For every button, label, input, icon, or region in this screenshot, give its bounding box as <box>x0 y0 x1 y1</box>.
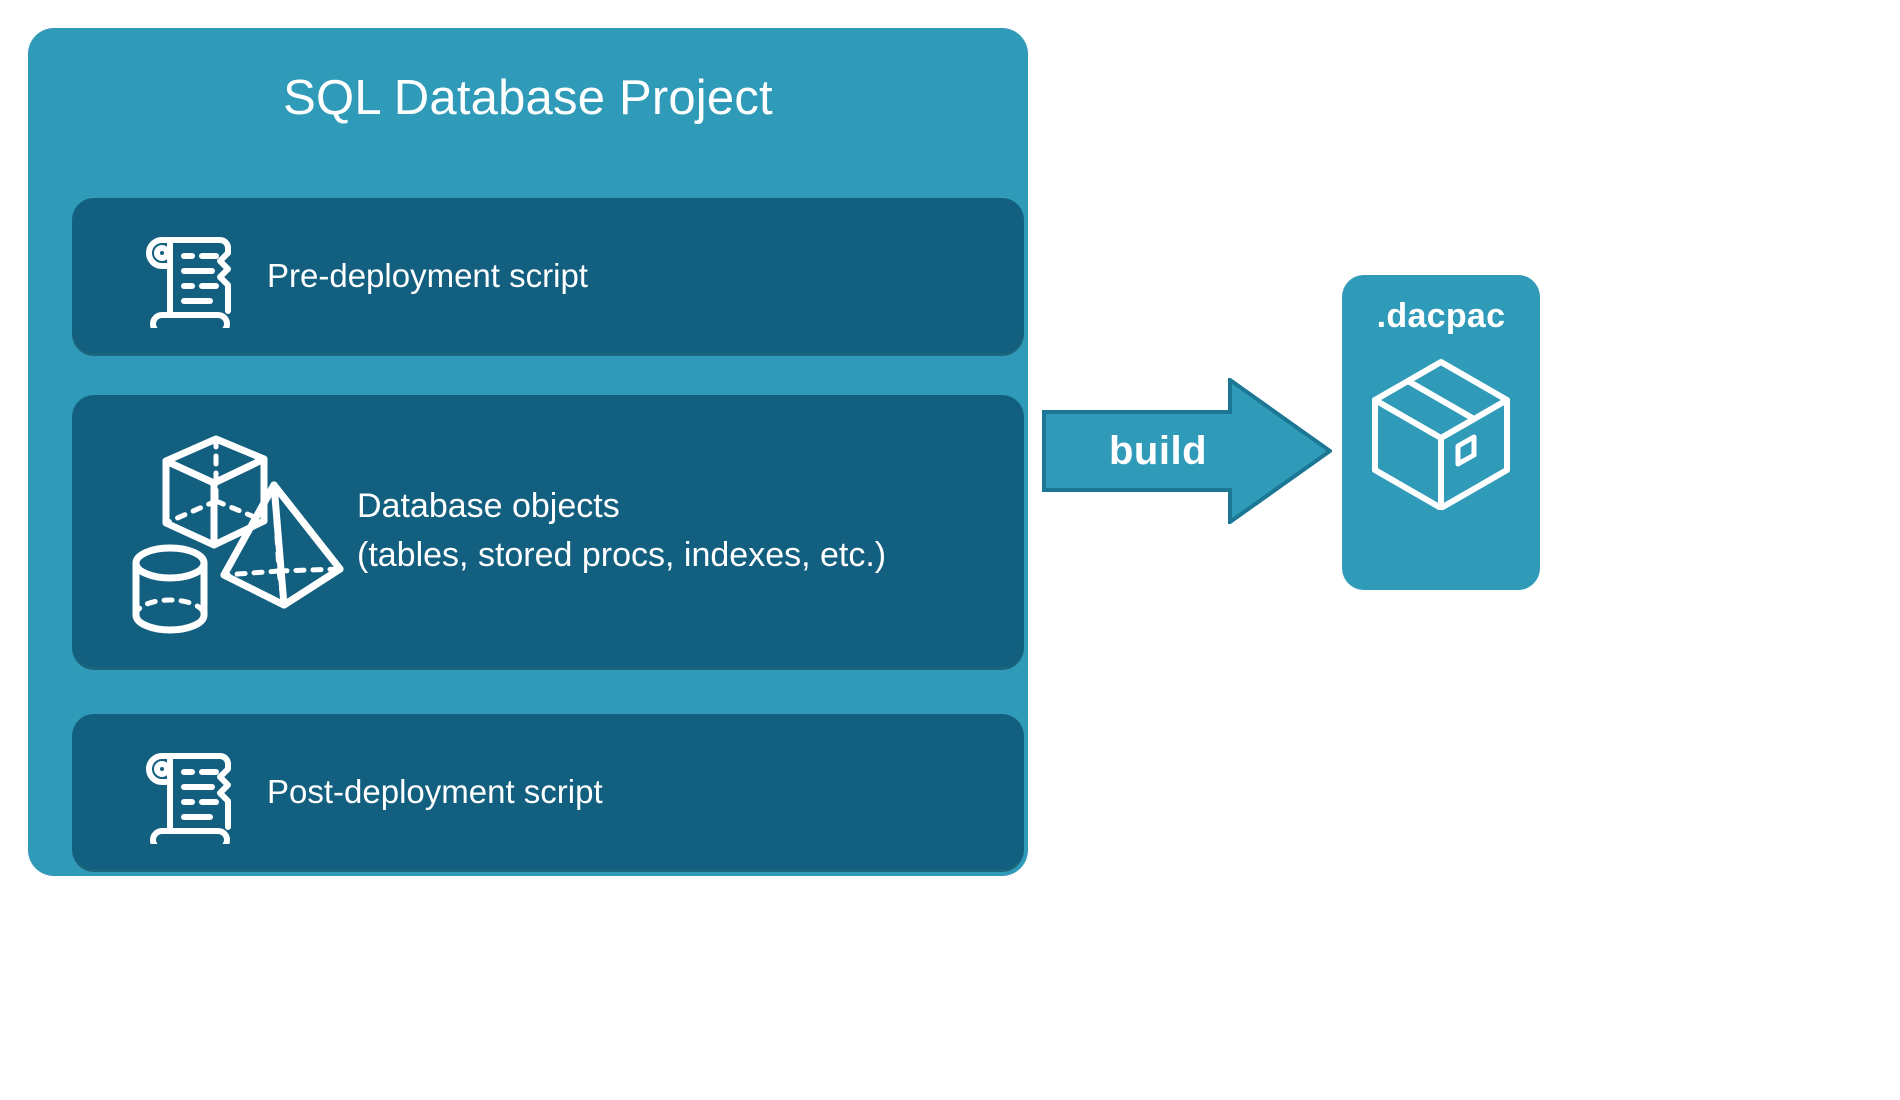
right-arrow-icon <box>1042 376 1334 526</box>
post-deployment-script-label: Post-deployment script <box>267 772 603 810</box>
build-arrow: build <box>1042 376 1334 526</box>
pre-deployment-script-label: Pre-deployment script <box>267 256 588 294</box>
scroll-icon <box>132 739 252 852</box>
database-objects-label-line1: Database objects <box>357 486 620 525</box>
database-objects-card[interactable]: Database objects (tables, stored procs, … <box>72 395 1024 667</box>
post-deployment-script-card[interactable]: Post-deployment script <box>72 714 1024 869</box>
database-objects-label-line2: (tables, stored procs, indexes, etc.) <box>357 536 887 574</box>
package-box-icon <box>1370 358 1512 511</box>
dacpac-title: .dacpac <box>1376 297 1506 335</box>
pre-deployment-script-card[interactable]: Pre-deployment script <box>72 198 1024 353</box>
page-title: SQL Database Project <box>283 71 773 125</box>
dacpac-output-card[interactable]: .dacpac <box>1342 275 1540 590</box>
database-objects-label: Database objects (tables, stored procs, … <box>357 395 886 667</box>
3d-shapes-icon <box>124 419 354 645</box>
sql-database-project-card: SQL Database Project <box>28 28 1028 876</box>
scroll-icon <box>132 223 252 336</box>
